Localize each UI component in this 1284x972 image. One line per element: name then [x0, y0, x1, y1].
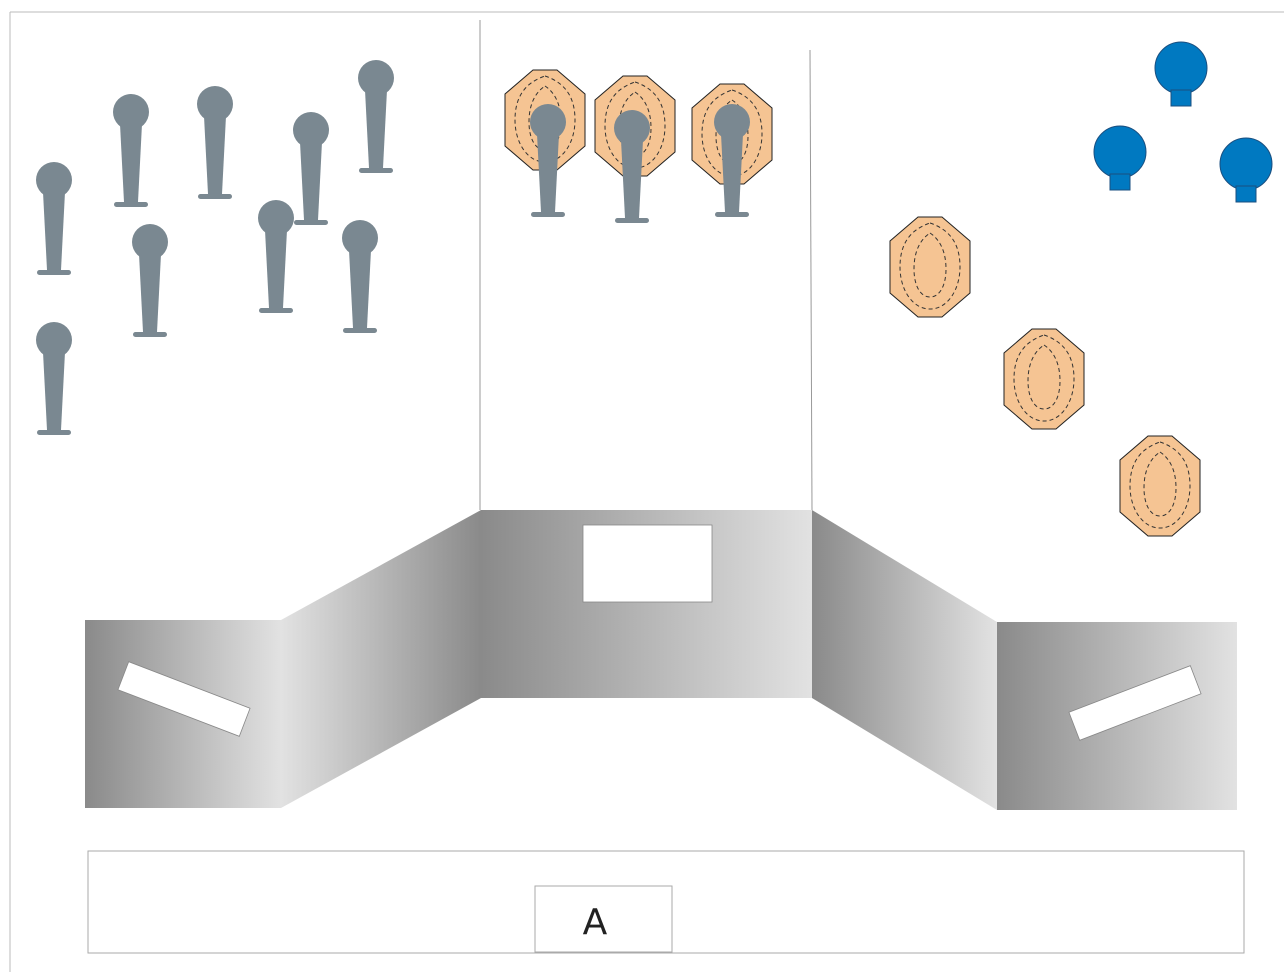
steel-popper-icon: [113, 94, 149, 207]
left-wall-port: [117, 661, 251, 737]
paper-target-icon: [1119, 435, 1201, 537]
right-bay-targets: [889, 41, 1273, 537]
bay-dividers: [479, 20, 813, 511]
right-wall-port: [1068, 665, 1202, 741]
paper-target-icon: [889, 216, 971, 318]
steel-popper-icon: [36, 322, 72, 435]
steel-popper-icon: [342, 220, 378, 333]
steel-popper-icon: [132, 224, 168, 337]
start-box: [534, 885, 673, 953]
steel-popper-icon: [258, 200, 294, 313]
steel-popper-icon: [293, 112, 329, 225]
start-box-label: A: [583, 902, 608, 943]
left-angle-wall: [281, 510, 481, 808]
frame-border: [9, 11, 1284, 972]
steel-plate-icon: [1093, 125, 1147, 191]
center-bay-targets: [504, 69, 773, 223]
steel-plate-icon: [1154, 41, 1208, 107]
steel-popper-icon: [197, 86, 233, 199]
left-bay-targets: [36, 60, 394, 435]
steel-popper-icon: [36, 162, 72, 275]
right-angle-wall: [812, 510, 997, 810]
paper-target-icon: [1003, 328, 1085, 430]
steel-plate-icon: [1219, 137, 1273, 203]
steel-popper-icon: [358, 60, 394, 173]
center-wall-window: [582, 524, 713, 603]
walls: [85, 510, 1237, 810]
